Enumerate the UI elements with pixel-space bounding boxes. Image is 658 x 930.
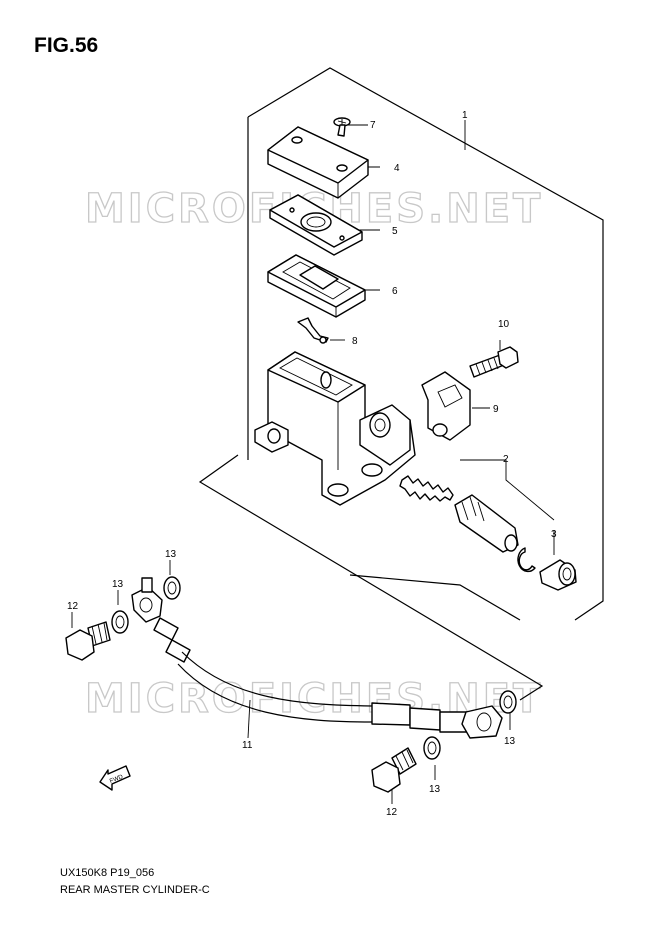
callout-12-b: 12 [386,807,398,818]
part-8-clip [297,317,329,344]
callout-2: 2 [503,454,509,465]
part-6-diaphragm [267,254,366,318]
part-11-brake-hose [131,577,503,739]
callout-8: 8 [352,336,358,347]
part-2-piston-spring [399,475,519,553]
callout-7: 7 [370,120,376,131]
callout-10: 10 [498,319,510,330]
figure-code: UX150K8 P19_056 [60,867,155,879]
fwd-label: FWD [109,774,125,785]
callout-13-c: 13 [504,736,516,747]
callout-11: 11 [242,740,253,751]
callout-13-d: 13 [429,784,441,795]
callout-5: 5 [392,226,398,237]
part-13-washer-d [423,736,441,760]
callout-13-a: 13 [165,549,177,560]
part-13-washer-a [163,576,181,600]
callout-1: 1 [462,110,468,121]
callout-labels: 1 2 3 4 5 6 7 8 9 10 11 12 12 13 13 13 1… [67,110,557,818]
callout-6: 6 [392,286,398,297]
master-cylinder-body [254,351,416,506]
assembly-outline [198,67,604,701]
part-9-clamp [421,371,471,441]
part-10-bolt [469,346,519,378]
part-3-circlip-boot [517,547,577,591]
figure-title: FIG.56 [34,34,99,57]
callout-4: 4 [394,163,400,174]
part-5-diaphragm-plate [269,194,363,256]
part-12-union-bolt-a [65,621,111,661]
part-12-union-bolt-b [371,747,417,793]
part-13-washer-c [499,690,517,714]
callout-3: 3 [551,529,557,540]
part-4-reservoir-cap [267,126,369,199]
callout-12-a: 12 [67,601,79,612]
part-13-washer-b [111,610,129,634]
fwd-arrow-icon: FWD [99,765,131,791]
callout-13-b: 13 [112,579,124,590]
part-7-screw [333,117,351,137]
callout-9: 9 [493,404,499,415]
figure-caption: REAR MASTER CYLINDER-C [60,884,210,896]
